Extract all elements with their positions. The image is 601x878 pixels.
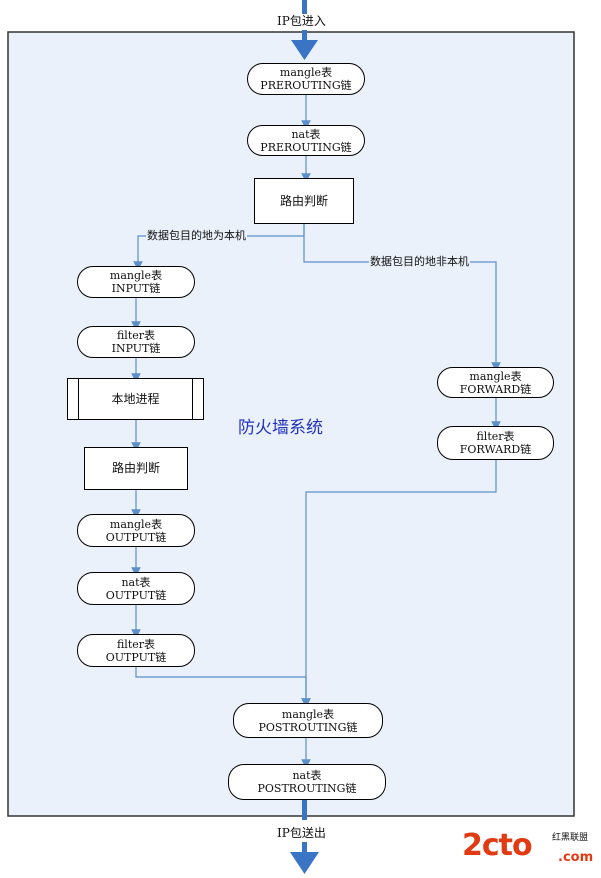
- node-table-label: filter表: [476, 430, 515, 443]
- watermark-suffix: .com: [558, 850, 594, 865]
- firewall-system-label: 防火墙系统: [238, 418, 323, 438]
- exit-label: IP包送出: [276, 826, 327, 840]
- node-nat-prerouting: nat表 PREROUTING链: [247, 125, 365, 156]
- node-local-process: 本地进程: [67, 378, 204, 420]
- node-mangle-forward: mangle表 FORWARD链: [437, 367, 554, 398]
- node-filter-input: filter表 INPUT链: [77, 326, 195, 358]
- node-mangle-postrouting: mangle表 POSTROUTING链: [233, 703, 383, 738]
- node-table-label: mangle表: [469, 369, 522, 383]
- node-chain-label: POSTROUTING链: [257, 782, 357, 795]
- node-table-label: nat表: [291, 127, 321, 141]
- node-chain-label: OUTPUT链: [105, 588, 167, 602]
- entry-arrow-shaft: [302, 0, 307, 14]
- node-chain-label: PREROUTING链: [260, 140, 352, 154]
- node-text: 本地进程: [111, 391, 160, 406]
- node-chain-label: INPUT链: [111, 342, 161, 355]
- node-table-label: mangle表: [109, 269, 163, 282]
- node-mangle-prerouting: mangle表 PREROUTING链: [247, 63, 365, 95]
- branch-label-remote: 数据包目的地非本机: [369, 255, 470, 269]
- node-table-label: nat表: [121, 575, 151, 589]
- node-text: 路由判断: [111, 461, 160, 475]
- node-nat-postrouting: nat表 POSTROUTING链: [228, 764, 386, 800]
- node-chain-label: POSTROUTING链: [258, 720, 358, 734]
- node-mangle-output: mangle表 OUTPUT链: [77, 514, 195, 547]
- node-table-label: mangle表: [279, 66, 333, 79]
- node-chain-label: OUTPUT链: [105, 650, 167, 664]
- node-table-label: mangle表: [109, 517, 163, 531]
- entry-arrowhead: [291, 40, 318, 60]
- node-routing-decision-1: 路由判断: [254, 178, 354, 224]
- node-filter-forward: filter表 FORWARD链: [437, 426, 554, 460]
- exit-arrow-shaft: [302, 800, 307, 820]
- entry-arrow-shaft-2: [302, 30, 307, 40]
- node-mangle-input: mangle表 INPUT链: [77, 266, 195, 298]
- node-table-label: nat表: [292, 769, 322, 782]
- node-table-label: filter表: [116, 329, 156, 342]
- entry-label: IP包进入: [276, 14, 327, 28]
- exit-arrow-shaft-2: [302, 842, 307, 852]
- node-chain-label: FORWARD链: [459, 443, 532, 456]
- node-text: 路由判断: [279, 193, 328, 208]
- node-filter-output: filter表 OUTPUT链: [77, 634, 195, 667]
- connector-fwd-filter-to-post: [301, 460, 497, 708]
- branch-label-local: 数据包目的地为本机: [146, 229, 247, 243]
- firewall-frame: [7, 31, 575, 817]
- node-routing-decision-2: 路由判断: [84, 447, 188, 490]
- node-chain-label: FORWARD链: [459, 382, 532, 396]
- node-chain-label: INPUT链: [111, 282, 161, 295]
- node-chain-label: PREROUTING链: [260, 79, 352, 92]
- watermark-brand: 2cto: [462, 828, 533, 863]
- node-table-label: mangle表: [281, 707, 335, 721]
- node-nat-output: nat表 OUTPUT链: [77, 572, 195, 605]
- site-watermark: 2cto 红黑联盟 .com: [462, 828, 601, 874]
- node-chain-label: OUTPUT链: [105, 530, 167, 544]
- node-table-label: filter表: [116, 637, 156, 651]
- exit-arrowhead: [290, 852, 319, 874]
- watermark-caption: 红黑联盟: [552, 833, 589, 843]
